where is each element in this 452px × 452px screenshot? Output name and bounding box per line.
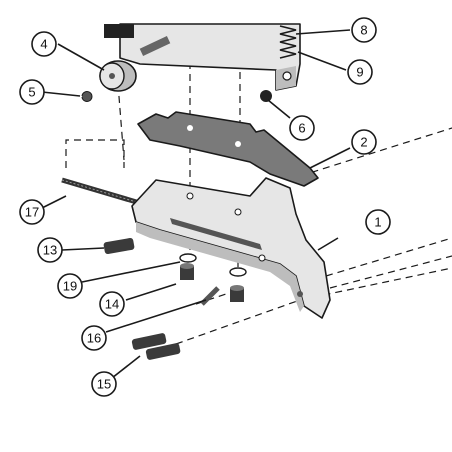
spring	[279, 25, 297, 59]
callout-14-label: 14	[105, 297, 119, 312]
callout-13: 13	[37, 237, 63, 263]
callout-8: 8	[351, 17, 377, 43]
callout-9-label: 9	[356, 65, 363, 80]
callout-17-label: 17	[25, 205, 39, 220]
leader-lines	[41, 29, 351, 379]
nuts	[180, 263, 244, 302]
knob	[99, 60, 137, 92]
ball	[260, 90, 272, 102]
callout-6: 6	[289, 115, 315, 141]
callout-4-label: 4	[40, 37, 47, 52]
callout-15-label: 15	[97, 377, 111, 392]
main-body	[131, 177, 331, 319]
pin	[139, 36, 171, 56]
callout-8-label: 8	[360, 23, 367, 38]
callout-13-label: 13	[43, 243, 57, 258]
set-screw	[200, 286, 220, 306]
callout-17: 17	[19, 199, 45, 225]
callout-19: 19	[57, 273, 83, 299]
callout-6-label: 6	[298, 121, 305, 136]
washers	[179, 253, 247, 277]
cap-screws-15	[131, 333, 181, 360]
callout-2-label: 2	[360, 135, 367, 150]
callout-4: 4	[31, 31, 57, 57]
callout-1: 1	[365, 209, 391, 235]
callout-5-label: 5	[28, 85, 35, 100]
cap-screw-13	[103, 237, 135, 255]
callout-14: 14	[99, 291, 125, 317]
callout-9: 9	[347, 59, 373, 85]
callout-19-label: 19	[63, 279, 77, 294]
callout-16-label: 16	[87, 331, 101, 346]
e-clip	[81, 91, 93, 102]
callout-15: 15	[91, 371, 117, 397]
callout-2: 2	[351, 129, 377, 155]
callout-5: 5	[19, 79, 45, 105]
callout-1-label: 1	[374, 215, 381, 230]
callout-16: 16	[81, 325, 107, 351]
